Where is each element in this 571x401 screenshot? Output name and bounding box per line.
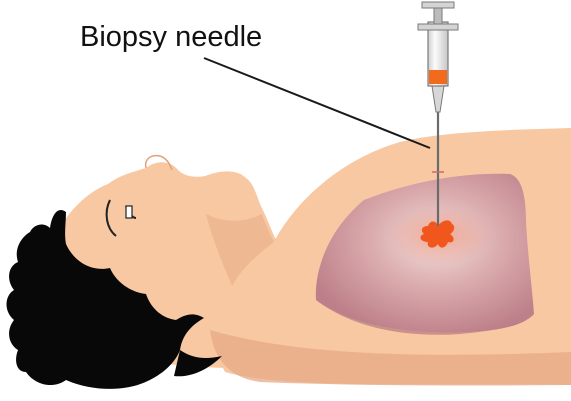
- needle-callout: Biopsy needle: [80, 21, 430, 148]
- syringe-fluid: [429, 70, 447, 84]
- syringe-flange: [418, 24, 458, 30]
- syringe-plunger-rod: [434, 6, 442, 24]
- syringe-tip: [432, 86, 444, 112]
- syringe-plunger-cap: [422, 2, 454, 8]
- callout-leader-line: [204, 58, 430, 148]
- callout-label: Biopsy needle: [80, 21, 262, 53]
